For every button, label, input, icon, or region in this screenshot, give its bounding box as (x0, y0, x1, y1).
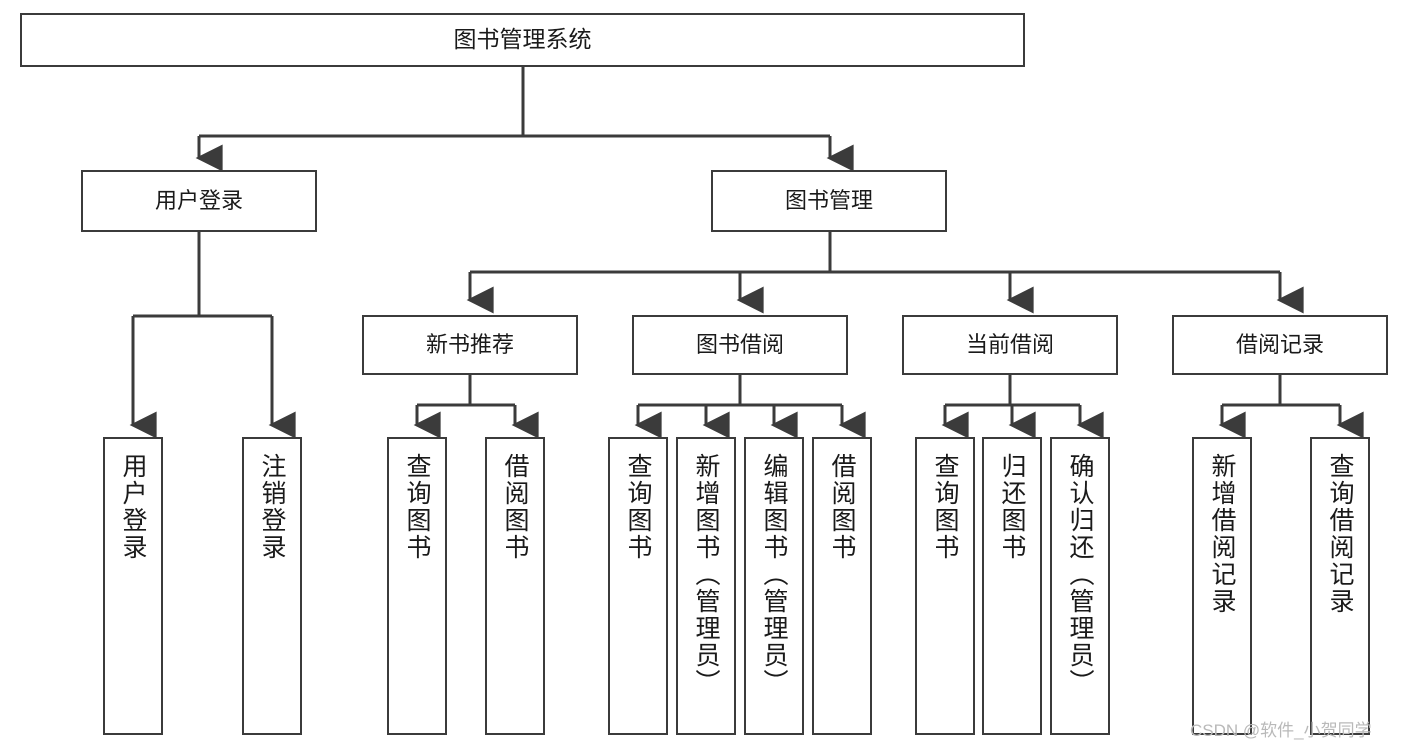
leaf-bookborrow-borrow-book-label: 借阅图书 (828, 453, 856, 561)
leaf-currentborrow-query-book[interactable]: 查询图书 (915, 437, 975, 735)
leaf-currentborrow-query-book-label: 查询图书 (931, 453, 959, 561)
leaf-currentborrow-confirm-return-label: 确认归还（管理员） (1066, 453, 1094, 696)
node-new-book-recommend[interactable]: 新书推荐 (362, 315, 578, 375)
leaf-user-login-label: 用户登录 (119, 453, 147, 561)
leaf-bookborrow-add-book[interactable]: 新增图书（管理员） (676, 437, 736, 735)
node-root-system-label: 图书管理系统 (453, 26, 592, 53)
node-user-login-label: 用户登录 (154, 187, 243, 213)
node-current-borrow-label: 当前借阅 (965, 331, 1054, 357)
node-book-management[interactable]: 图书管理 (711, 170, 947, 232)
leaf-bookborrow-add-book-label: 新增图书（管理员） (692, 453, 720, 696)
leaf-bookborrow-borrow-book[interactable]: 借阅图书 (812, 437, 872, 735)
leaf-borrowrec-add-record[interactable]: 新增借阅记录 (1192, 437, 1252, 735)
leaf-newbook-borrow-book-label: 借阅图书 (501, 453, 529, 561)
leaf-currentborrow-confirm-return[interactable]: 确认归还（管理员） (1050, 437, 1110, 735)
node-book-management-label: 图书管理 (784, 187, 873, 213)
leaf-borrowrec-query-record-label: 查询借阅记录 (1326, 453, 1354, 615)
node-book-borrow[interactable]: 图书借阅 (632, 315, 848, 375)
node-root-system[interactable]: 图书管理系统 (20, 13, 1025, 67)
node-borrow-records[interactable]: 借阅记录 (1172, 315, 1388, 375)
node-current-borrow[interactable]: 当前借阅 (902, 315, 1118, 375)
leaf-logout[interactable]: 注销登录 (242, 437, 302, 735)
leaf-currentborrow-return-book-label: 归还图书 (998, 453, 1026, 561)
leaf-currentborrow-return-book[interactable]: 归还图书 (982, 437, 1042, 735)
leaf-logout-label: 注销登录 (258, 453, 286, 561)
leaf-newbook-query-book-label: 查询图书 (403, 453, 431, 561)
leaf-bookborrow-edit-book[interactable]: 编辑图书（管理员） (744, 437, 804, 735)
node-new-book-recommend-label: 新书推荐 (425, 331, 514, 357)
leaf-bookborrow-query-book[interactable]: 查询图书 (608, 437, 668, 735)
leaf-bookborrow-edit-book-label: 编辑图书（管理员） (760, 453, 788, 696)
leaf-borrowrec-add-record-label: 新增借阅记录 (1208, 453, 1236, 615)
leaf-borrowrec-query-record[interactable]: 查询借阅记录 (1310, 437, 1370, 735)
node-book-borrow-label: 图书借阅 (695, 331, 784, 357)
leaf-newbook-query-book[interactable]: 查询图书 (387, 437, 447, 735)
leaf-bookborrow-query-book-label: 查询图书 (624, 453, 652, 561)
csdn-watermark: CSDN @软件_小贺同学 (1190, 721, 1372, 740)
node-borrow-records-label: 借阅记录 (1235, 331, 1324, 357)
node-user-login[interactable]: 用户登录 (81, 170, 317, 232)
leaf-newbook-borrow-book[interactable]: 借阅图书 (485, 437, 545, 735)
leaf-user-login[interactable]: 用户登录 (103, 437, 163, 735)
